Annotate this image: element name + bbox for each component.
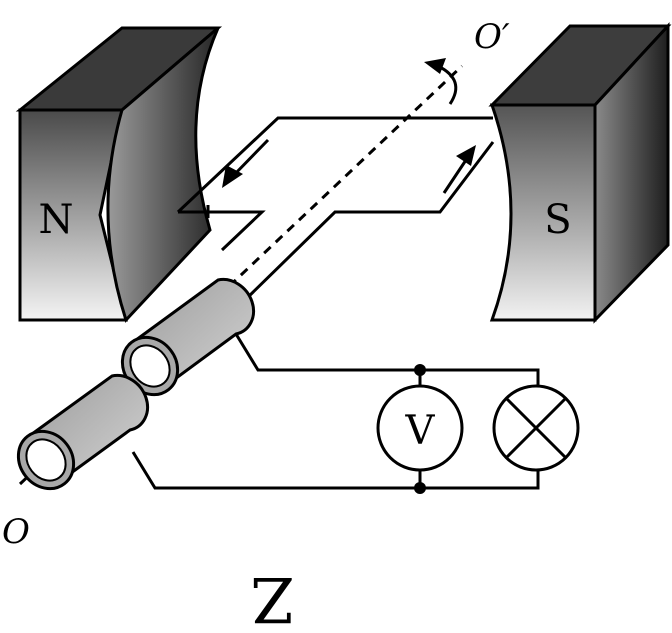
voltmeter-label: V [405, 408, 436, 454]
rotation-arrow-icon [424, 58, 458, 105]
south-magnet: S [488, 22, 672, 324]
slip-ring-upper [120, 277, 256, 397]
north-magnet: N [15, 26, 223, 323]
north-pole-label: N [39, 197, 74, 243]
lamp-icon [492, 384, 580, 472]
voltmeter-icon: V [376, 384, 464, 472]
axis-bottom-label: O [2, 512, 30, 552]
axis-top-label: O′ [474, 17, 510, 57]
slip-ring-lower [16, 373, 150, 491]
current-arrow-right [442, 145, 476, 194]
current-arrow-left [222, 138, 270, 188]
south-pole-label: S [544, 197, 571, 243]
figure-label: Z [251, 563, 294, 633]
coil [176, 116, 495, 302]
